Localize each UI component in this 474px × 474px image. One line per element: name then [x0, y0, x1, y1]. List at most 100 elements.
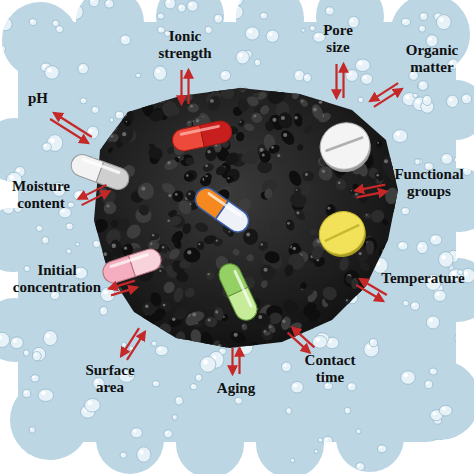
water-drop — [0, 332, 10, 347]
drop-highlight — [421, 14, 423, 16]
carbon-granule — [310, 245, 324, 261]
water-drop — [436, 15, 451, 30]
water-drop — [437, 440, 445, 448]
granule-shine — [359, 252, 362, 255]
carbon-granule — [94, 302, 105, 312]
drop-highlight — [80, 65, 83, 68]
drop-highlight — [2, 20, 6, 24]
water-drop — [80, 98, 87, 104]
drop-highlight — [5, 205, 8, 208]
exchange-arrow — [127, 332, 145, 360]
water-drop — [415, 159, 421, 165]
carbon-granule — [352, 97, 363, 108]
carbon-granule — [187, 103, 199, 113]
carbon-granule — [122, 84, 132, 96]
granule-shine — [377, 267, 380, 270]
carbon-granule — [117, 127, 135, 147]
water-drop — [303, 73, 311, 82]
carbon-granule — [86, 119, 94, 129]
drop-highlight — [414, 459, 416, 461]
water-drop — [120, 452, 127, 458]
water-drop — [291, 381, 304, 393]
drop-highlight — [293, 383, 297, 387]
carbon-granule — [187, 309, 206, 324]
carbon-granule — [347, 342, 352, 348]
exchange-arrow — [374, 89, 402, 107]
water-drop — [42, 143, 51, 151]
water-drop — [122, 342, 127, 347]
carbon-granule — [101, 199, 119, 217]
carbon-granule — [103, 301, 119, 316]
carbon-granule — [103, 119, 118, 134]
carbon-granule — [378, 302, 393, 318]
water-drop — [245, 27, 259, 40]
drop-highlight — [166, 32, 168, 34]
drop-highlight — [81, 99, 83, 101]
granule-shine — [318, 333, 320, 335]
drop-highlight — [379, 446, 382, 449]
water-drop — [318, 438, 323, 442]
carbon-granule — [201, 294, 214, 310]
granule-shine — [198, 243, 200, 245]
drop-highlight — [76, 243, 77, 244]
drop-highlight — [88, 401, 93, 406]
granule-shine — [262, 153, 265, 156]
granule-shine — [293, 247, 296, 250]
carbon-granule — [213, 339, 230, 359]
carbon-granule — [343, 297, 353, 306]
granule-shine — [88, 122, 90, 124]
carbon-granule — [299, 281, 308, 290]
water-drop — [347, 383, 356, 391]
water-drop — [157, 27, 165, 33]
carbon-granule — [186, 190, 196, 201]
carbon-granule — [245, 94, 260, 108]
drop-highlight — [220, 349, 222, 351]
carbon-granule — [182, 222, 193, 235]
carbon-granule — [90, 312, 104, 323]
drop-highlight — [291, 459, 292, 460]
granule-shine — [354, 330, 358, 334]
carbon-granule — [384, 307, 399, 324]
drop-highlight — [46, 334, 50, 338]
water-drop — [11, 447, 18, 454]
carbon-granule — [395, 231, 405, 241]
drop-highlight — [24, 391, 26, 393]
granule-shine — [102, 138, 105, 141]
carbon-granule — [340, 82, 350, 91]
granule-shine — [313, 108, 317, 112]
drop-highlight — [431, 369, 433, 371]
water-drop — [157, 13, 164, 19]
water-drop — [31, 375, 39, 382]
drop-highlight — [426, 382, 428, 384]
water-drop — [38, 389, 53, 401]
carbon-granule — [190, 328, 203, 344]
carbon-granule — [148, 143, 156, 150]
carbon-granule — [95, 315, 105, 327]
carbon-granule — [199, 330, 215, 349]
carbon-granule — [244, 340, 261, 359]
carbon-granule — [373, 171, 385, 183]
exchange-arrow — [82, 191, 110, 205]
drop-highlight — [67, 224, 69, 226]
water-drop — [413, 93, 418, 97]
water-drop — [403, 301, 409, 307]
drop-highlight — [197, 376, 199, 378]
granule-shine — [187, 250, 191, 254]
drop-highlight — [133, 429, 137, 433]
drop-highlight — [44, 144, 47, 147]
exchange-arrow — [335, 64, 337, 98]
carbon-granule — [164, 217, 176, 228]
drop-highlight — [261, 13, 263, 15]
drop-highlight — [156, 69, 160, 73]
carbon-granule — [260, 279, 269, 289]
granule-shine — [120, 328, 122, 330]
drop-highlight — [416, 160, 418, 162]
carbon-granule — [119, 92, 139, 112]
carbon-granule — [146, 145, 164, 162]
water-drop — [286, 408, 292, 415]
granule-shine — [205, 175, 207, 177]
water-drop — [401, 371, 416, 385]
water-drop — [461, 94, 471, 104]
carbon-granule — [231, 247, 240, 256]
granule-shine — [92, 103, 96, 107]
